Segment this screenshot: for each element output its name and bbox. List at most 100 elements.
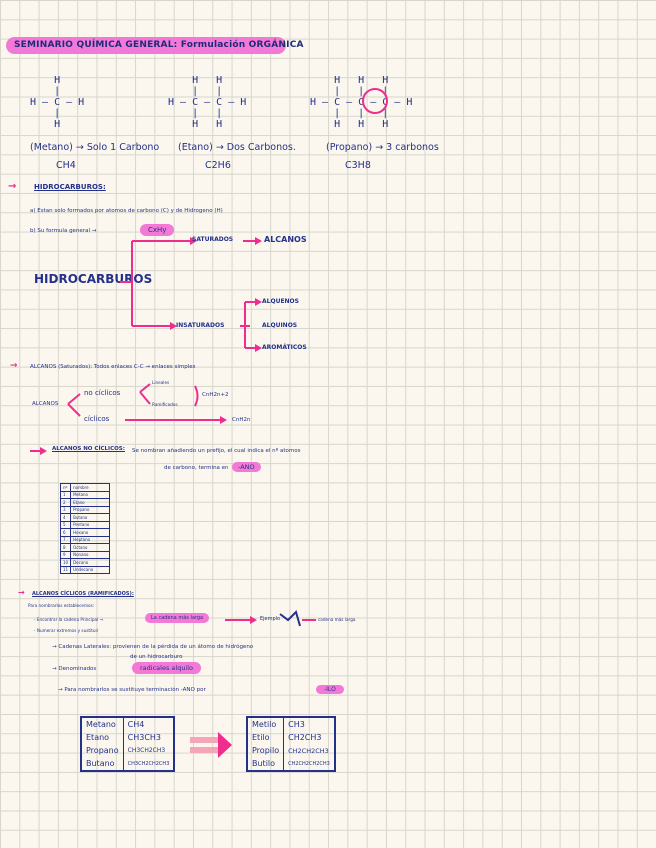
table-cell: 9: [59, 550, 72, 559]
table-cell: 11: [59, 565, 72, 574]
methane-caption: (Metano) → Solo 1 Carbono: [30, 142, 160, 153]
table-cell: 1: [59, 490, 72, 499]
table-cell: 4: [59, 513, 72, 522]
table-cell: CH3CH2CH2CH3: [127, 760, 170, 767]
table-cell: CH3CH2CH3: [127, 747, 166, 754]
ciclicos-label: cíclicos: [84, 415, 110, 423]
methane-structure: H | H — C — H | H: [30, 75, 85, 130]
table-cell: 7: [59, 535, 72, 544]
table-cell: CH3: [288, 720, 305, 729]
radicales-pill: radicales alquilo: [132, 662, 202, 674]
ramificados-line-1: Para nombrarlos establecemos:: [28, 603, 95, 608]
table-cell: 8: [59, 543, 72, 552]
arrow-icon: →: [8, 181, 17, 192]
no-ciclicos-heading: ALCANOS NO CÍCLICOS:: [52, 446, 125, 452]
table-cell: Butano: [81, 757, 124, 771]
table-cell: 6: [59, 528, 72, 537]
ramificados-line-5: → Denominados: [52, 666, 97, 672]
table-cell: 2: [59, 498, 72, 507]
cadena-nota: cadena más larga: [318, 617, 356, 622]
table-cell: Undecano: [70, 565, 111, 574]
propane-caption: (Propano) → 3 carbonos: [326, 142, 439, 153]
hidrocarburos-line-a: a) Estan solo formados por atomos de car…: [30, 208, 223, 214]
ramificados-label: Ramificados: [152, 402, 178, 407]
table-cell: Propilo: [247, 744, 285, 757]
alquinos-label: ALQUINOS: [262, 322, 298, 329]
table-cell: Etano: [81, 731, 124, 744]
arrow-icon: →: [18, 588, 25, 597]
ilo-pill: -ILO: [316, 685, 344, 694]
table-cell: Decano: [70, 558, 111, 567]
table-header: nº nombre: [59, 483, 111, 492]
ejemplo-label: Ejemplo: [260, 616, 281, 622]
ramificados-line-2: - Encontrar la cadena Principal →: [34, 617, 104, 622]
table-cell: Etilo: [247, 731, 285, 744]
table-cell: 10: [59, 558, 72, 567]
table-cell: CH2CH2CH2CH3: [288, 760, 330, 767]
lineales-label: Lineales: [152, 380, 170, 385]
table-cell: Metano: [70, 490, 111, 499]
formula-pill: CxHy: [140, 224, 175, 236]
formula-cyclic: CnH2n: [232, 417, 251, 423]
table-cell: Metano: [81, 717, 124, 731]
cadena-larga-pill: La cadena más larga: [145, 613, 210, 623]
propane-structure: H H H | | | H — C — C — C — H | | | H H …: [310, 75, 413, 130]
alcanos-heading: ALCANOS (Saturados): Todos enlaces C-C →…: [30, 364, 196, 370]
table-cell: CH2CH2CH3: [288, 746, 329, 755]
table-cell: Propano: [70, 505, 111, 514]
table-cell: Nonano: [70, 550, 111, 559]
no-ciclicos-text-2: de carbono, termina en: [164, 465, 229, 471]
table-cell: CH2CH3: [288, 733, 322, 742]
table-cell: CH3CH3: [127, 733, 162, 742]
alcanos-label: ALCANOS: [264, 235, 307, 244]
page-title: SEMINARIO QUÍMICA GENERAL: Formulación O…: [6, 37, 303, 54]
table-cell: Butilo: [247, 757, 285, 771]
suffix-pill: -ANO: [232, 462, 261, 472]
ramificados-heading: ALCANOS CÍCLICOS (RAMIFICADOS):: [32, 591, 134, 597]
ramificados-line-3: - Numerar extremos y sustituir: [34, 628, 99, 633]
insaturados-label: INSATURADOS: [176, 322, 225, 329]
ethane-structure: H H | | H — C — C — H | | H H: [168, 75, 247, 130]
propane-formula: C3H8: [345, 160, 371, 171]
ethane-caption: (Etano) → Dos Carbonos.: [178, 142, 296, 153]
table-cell: 5: [59, 520, 72, 529]
table-cell: Pentano: [70, 520, 111, 529]
table-cell: Etano: [70, 498, 111, 507]
hidrocarburos-heading: HIDROCARBUROS:: [34, 183, 106, 191]
table-cell: Heptano: [70, 535, 111, 544]
table-cell: Butano: [70, 513, 111, 522]
table-cell: CH4: [127, 720, 145, 729]
formula-open: CnH2n+2: [202, 392, 229, 398]
saturados-label: SATURADOS: [192, 236, 234, 243]
table-cell: 3: [59, 505, 72, 514]
highlight-circle: [362, 88, 388, 114]
no-ciclicos-label: no cíclicos: [84, 389, 121, 397]
ramificados-line-6: → Para nombrarlos se sustituye terminaci…: [58, 687, 206, 693]
table-header-cell: nombre: [70, 483, 111, 492]
ramificados-line-4b: de un hidrocarburo: [130, 654, 183, 660]
table-cell: Octano: [70, 543, 111, 552]
aromaticos-label: AROMÁTICOS: [262, 344, 307, 351]
table-cell: Metilo: [247, 717, 285, 731]
table-cell: Hexano: [70, 528, 111, 537]
ramificados-line-4: → Cadenas Laterales: provienen de la pér…: [52, 644, 254, 650]
no-ciclicos-text-1: Se nombran añadiendo un prefijo, el cual…: [132, 448, 301, 454]
alquenos-label: ALQUENOS: [262, 298, 299, 305]
table-cell: Propano: [81, 744, 124, 757]
